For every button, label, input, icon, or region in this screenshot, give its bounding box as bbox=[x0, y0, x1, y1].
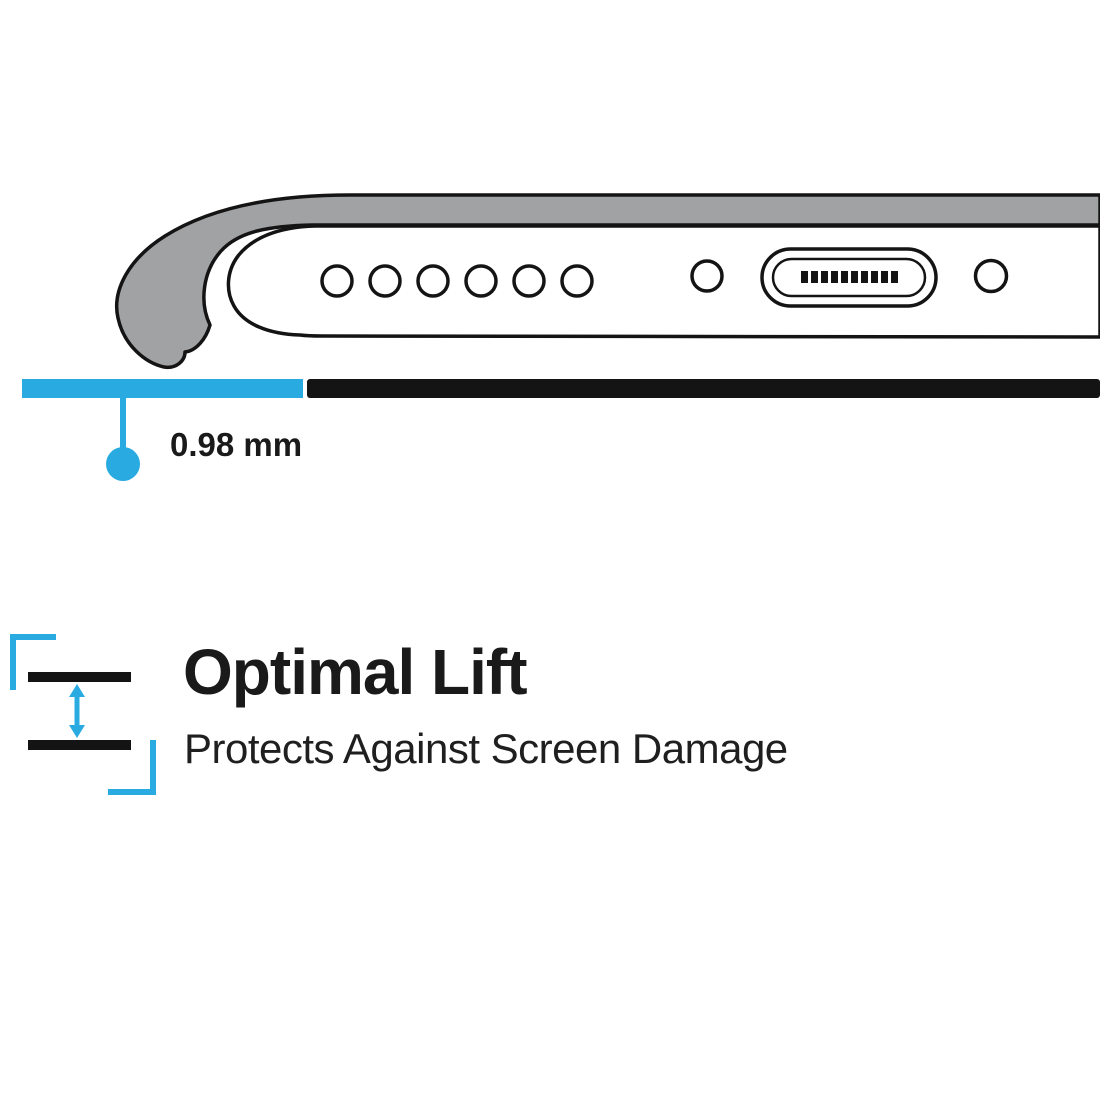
lift-gap-icon bbox=[10, 634, 156, 795]
feature-title: Optimal Lift bbox=[183, 636, 528, 708]
charging-port-icon bbox=[760, 247, 938, 308]
upper-bar bbox=[28, 672, 131, 682]
speaker-hole-icon bbox=[464, 264, 498, 298]
speaker-hole-icon bbox=[368, 264, 402, 298]
bottom-right-bracket bbox=[108, 740, 156, 795]
right-hole-icon bbox=[973, 258, 1009, 294]
speaker-hole-icon bbox=[320, 264, 354, 298]
lift-height-bar-accent bbox=[22, 379, 303, 398]
speaker-hole-icon bbox=[512, 264, 546, 298]
speaker-hole-icon bbox=[560, 264, 594, 298]
lower-bar bbox=[28, 740, 131, 750]
measurement-label: 0.98 mm bbox=[170, 426, 303, 463]
mic-hole-icon bbox=[690, 259, 724, 293]
port-pins bbox=[801, 271, 898, 283]
phone-case-illustration bbox=[115, 193, 1100, 370]
vertical-arrow-icon bbox=[69, 684, 85, 738]
surface-bar-black bbox=[307, 379, 1100, 398]
case-shape bbox=[115, 193, 1100, 370]
speaker-holes bbox=[320, 264, 594, 298]
speaker-hole-icon bbox=[416, 264, 450, 298]
phone-body bbox=[226, 224, 1100, 339]
measurement-pointer-dot bbox=[106, 447, 140, 481]
feature-subtitle: Protects Against Screen Damage bbox=[184, 725, 788, 772]
top-left-bracket bbox=[10, 634, 56, 690]
